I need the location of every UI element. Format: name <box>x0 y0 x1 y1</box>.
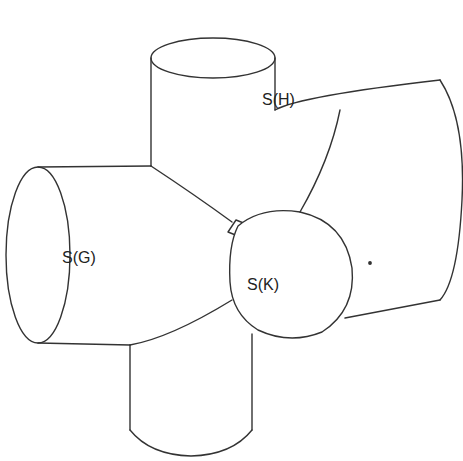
top-cylinder-end <box>151 38 275 78</box>
junction-curve <box>130 300 232 345</box>
junction-curve <box>300 110 340 212</box>
right-cylinder-end <box>440 80 463 300</box>
bottom-cylinder-wall <box>251 334 252 430</box>
surface-label: S(K) <box>247 277 279 293</box>
left-cylinder-wall <box>38 343 130 345</box>
bottom-cylinder-end <box>130 430 252 456</box>
right-cylinder-wall <box>345 300 440 318</box>
top-cylinder-wall <box>150 58 151 166</box>
surface-label: S(H) <box>262 92 295 108</box>
right-cylinder-wall <box>275 80 440 110</box>
surface-label: S(G) <box>62 250 96 266</box>
dot <box>369 262 371 264</box>
left-cylinder-wall <box>38 166 151 167</box>
left-cylinder-end <box>6 167 70 343</box>
junction-curve <box>151 166 232 222</box>
sphere-outline <box>230 211 353 338</box>
bottom-cylinder-wall <box>129 345 130 430</box>
